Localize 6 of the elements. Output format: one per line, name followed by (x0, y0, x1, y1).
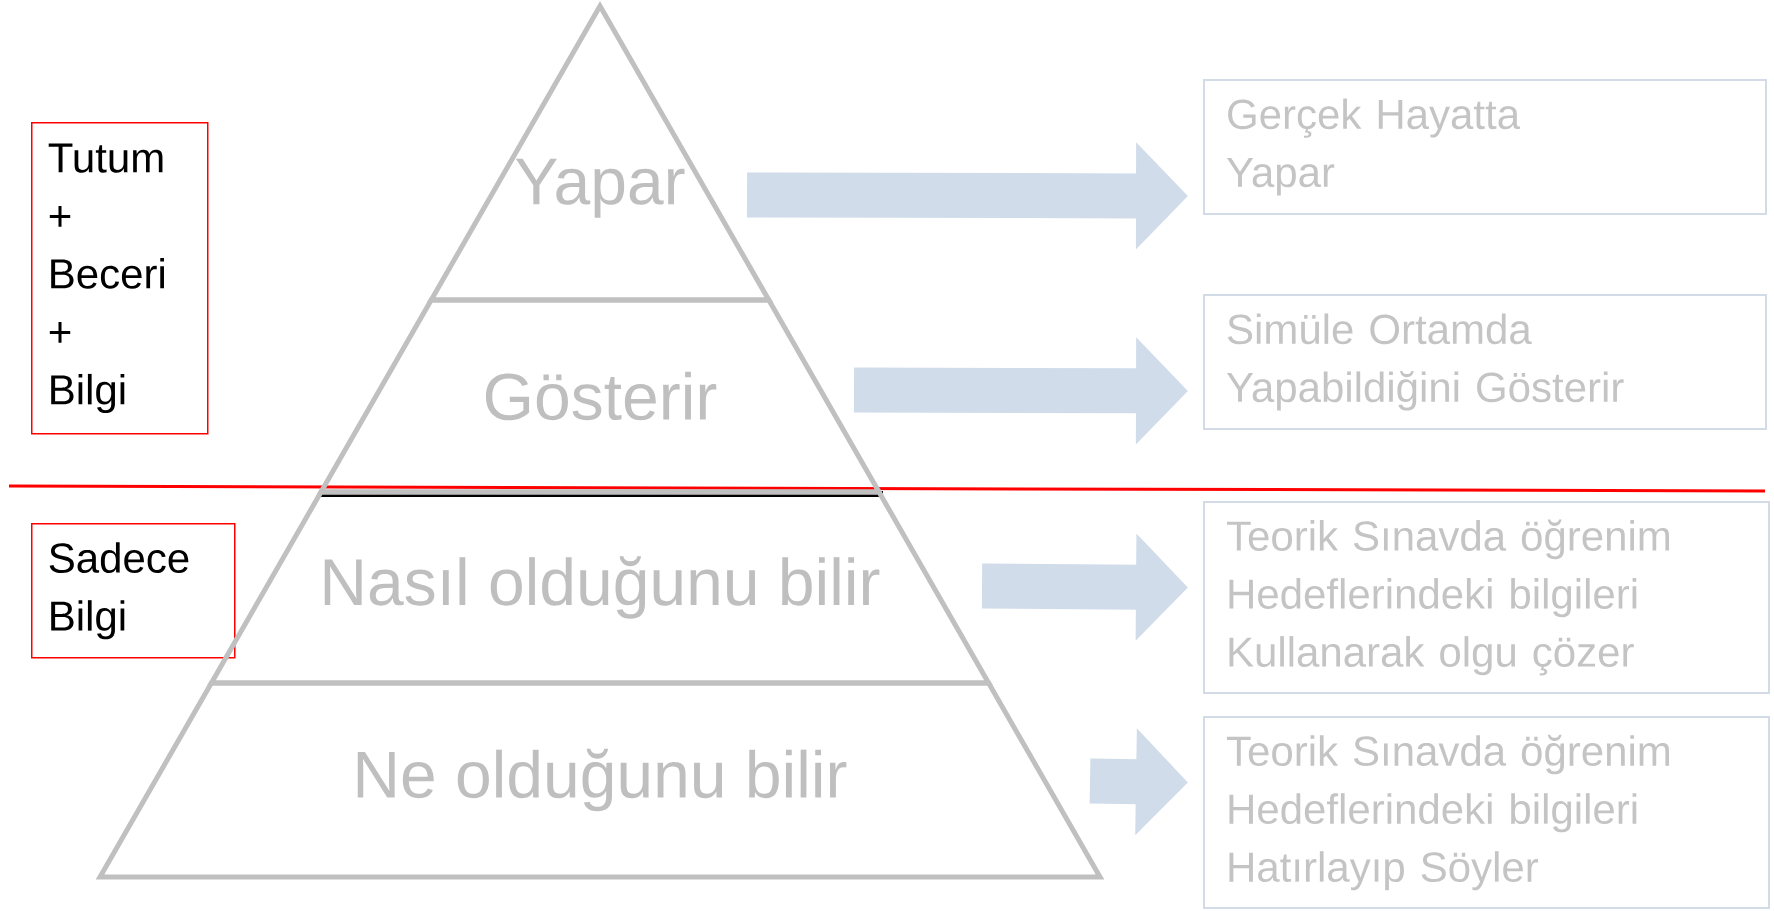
description-box: Teorik Sınavda öğrenim Hedeflerindeki bilgileri Hatırlayıp Söyler (1203, 716, 1770, 909)
description-box: Simüle Ortamda Yapabildiğini Gösterir (1203, 294, 1767, 430)
description-box: Teorik Sınavda öğrenim Hedeflerindeki bilgileri Kullanarak olgu çözer (1203, 501, 1770, 694)
description-box: Gerçek Hayatta Yapar (1203, 79, 1767, 215)
label-box: Sadece Bilgi (31, 523, 236, 659)
label-box: Tutum + Beceri + Bilgi (31, 122, 209, 435)
